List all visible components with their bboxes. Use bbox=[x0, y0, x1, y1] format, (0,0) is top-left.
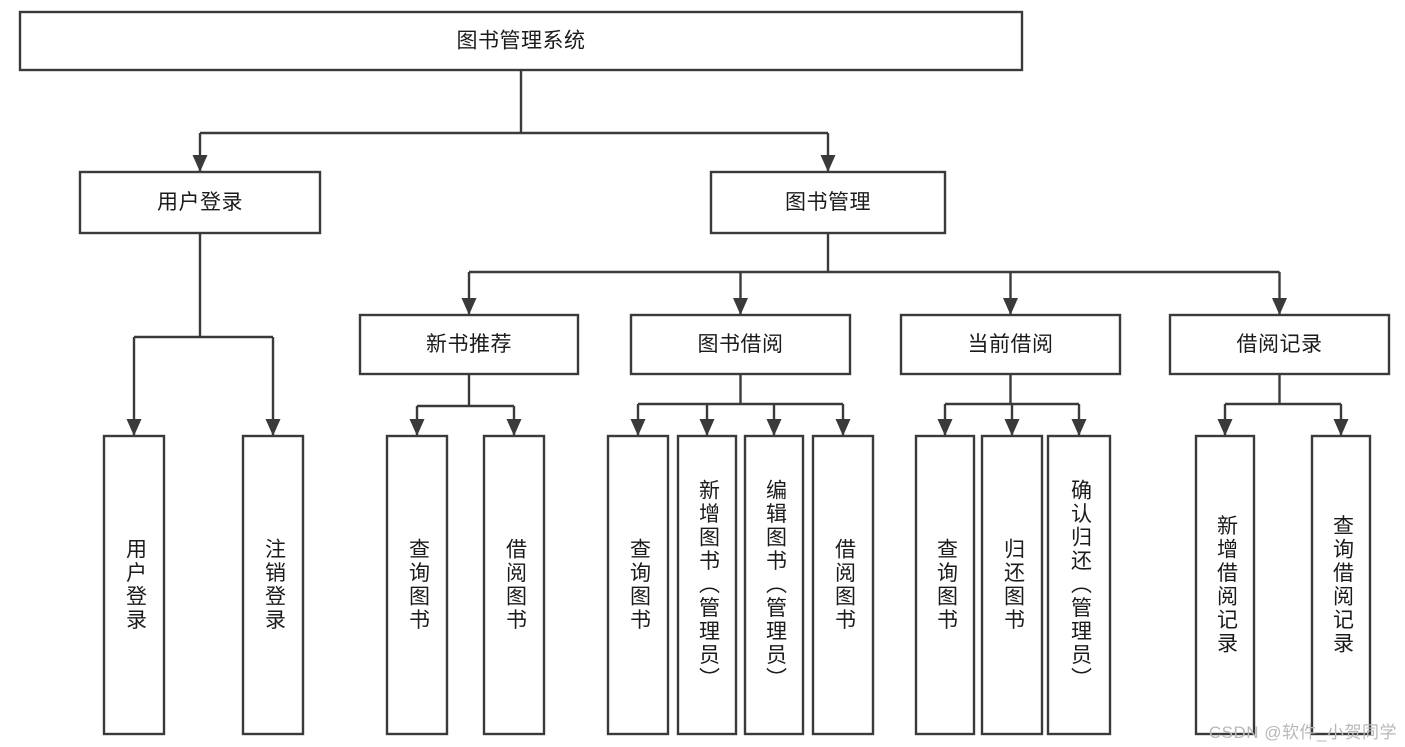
connector-group-l2_0 bbox=[126, 233, 281, 436]
node-l3_0[interactable]: 新书推荐 bbox=[358, 313, 580, 376]
node-label-l3_2: 当前借阅 bbox=[968, 333, 1054, 356]
node-label-leaf_7: 借阅图书 bbox=[832, 538, 856, 632]
node-leaf_2[interactable]: 查询图书 bbox=[385, 434, 449, 736]
node-label-l2_0: 用户登录 bbox=[157, 191, 243, 214]
connector-group-l3_0 bbox=[409, 374, 522, 436]
node-leaf_8[interactable]: 查询图书 bbox=[914, 434, 976, 736]
node-label-l2_1: 图书管理 bbox=[785, 191, 871, 214]
node-label-leaf_8: 查询图书 bbox=[934, 538, 958, 632]
node-label-leaf_3: 借阅图书 bbox=[503, 538, 527, 632]
node-label-leaf_9: 归还图书 bbox=[1001, 538, 1025, 632]
node-l2_1[interactable]: 图书管理 bbox=[709, 170, 947, 235]
node-root[interactable]: 图书管理系统 bbox=[18, 10, 1024, 72]
node-leaf_10[interactable]: 确认归还（管理员） bbox=[1046, 434, 1112, 736]
node-leaf_6[interactable]: 编辑图书（管理员） bbox=[743, 434, 805, 736]
connector-group-l2_1 bbox=[461, 233, 1287, 315]
node-leaf_9[interactable]: 归还图书 bbox=[980, 434, 1044, 736]
node-l3_1[interactable]: 图书借阅 bbox=[629, 313, 852, 376]
connector-layer bbox=[126, 70, 1349, 436]
node-label-leaf_1: 注销登录 bbox=[262, 538, 286, 632]
node-label-l3_1: 图书借阅 bbox=[698, 333, 784, 356]
node-label-leaf_4: 查询图书 bbox=[627, 538, 651, 632]
node-l3_3[interactable]: 借阅记录 bbox=[1168, 313, 1391, 376]
node-label-l3_3: 借阅记录 bbox=[1237, 333, 1323, 356]
node-label-leaf_10: 确认归还（管理员） bbox=[1068, 479, 1092, 691]
node-label-root: 图书管理系统 bbox=[457, 30, 586, 53]
connector-group-l3_1 bbox=[630, 374, 851, 436]
node-l3_2[interactable]: 当前借阅 bbox=[899, 313, 1122, 376]
node-label-leaf_5: 新增图书（管理员） bbox=[696, 479, 720, 691]
node-leaf_0[interactable]: 用户登录 bbox=[102, 434, 166, 736]
connector-group-l3_3 bbox=[1217, 374, 1349, 436]
node-label-leaf_12: 查询借阅记录 bbox=[1330, 515, 1354, 656]
node-label-leaf_6: 编辑图书（管理员） bbox=[763, 479, 787, 691]
node-label-leaf_11: 新增借阅记录 bbox=[1214, 515, 1238, 656]
node-label-l3_0: 新书推荐 bbox=[426, 333, 512, 356]
node-leaf_7[interactable]: 借阅图书 bbox=[811, 434, 875, 736]
node-leaf_5[interactable]: 新增图书（管理员） bbox=[676, 434, 738, 736]
node-leaf_4[interactable]: 查询图书 bbox=[606, 434, 670, 736]
connector-group-root bbox=[192, 70, 836, 172]
node-leaf_11[interactable]: 新增借阅记录 bbox=[1194, 434, 1256, 736]
node-leaf_12[interactable]: 查询借阅记录 bbox=[1310, 434, 1372, 736]
node-label-leaf_2: 查询图书 bbox=[406, 538, 430, 632]
node-layer: 图书管理系统用户登录图书管理新书推荐图书借阅当前借阅借阅记录用户登录注销登录查询… bbox=[18, 10, 1391, 736]
node-label-leaf_0: 用户登录 bbox=[123, 538, 147, 632]
connector-group-l3_2 bbox=[937, 374, 1087, 436]
node-leaf_3[interactable]: 借阅图书 bbox=[482, 434, 546, 736]
node-leaf_1[interactable]: 注销登录 bbox=[241, 434, 305, 736]
node-l2_0[interactable]: 用户登录 bbox=[78, 170, 322, 235]
